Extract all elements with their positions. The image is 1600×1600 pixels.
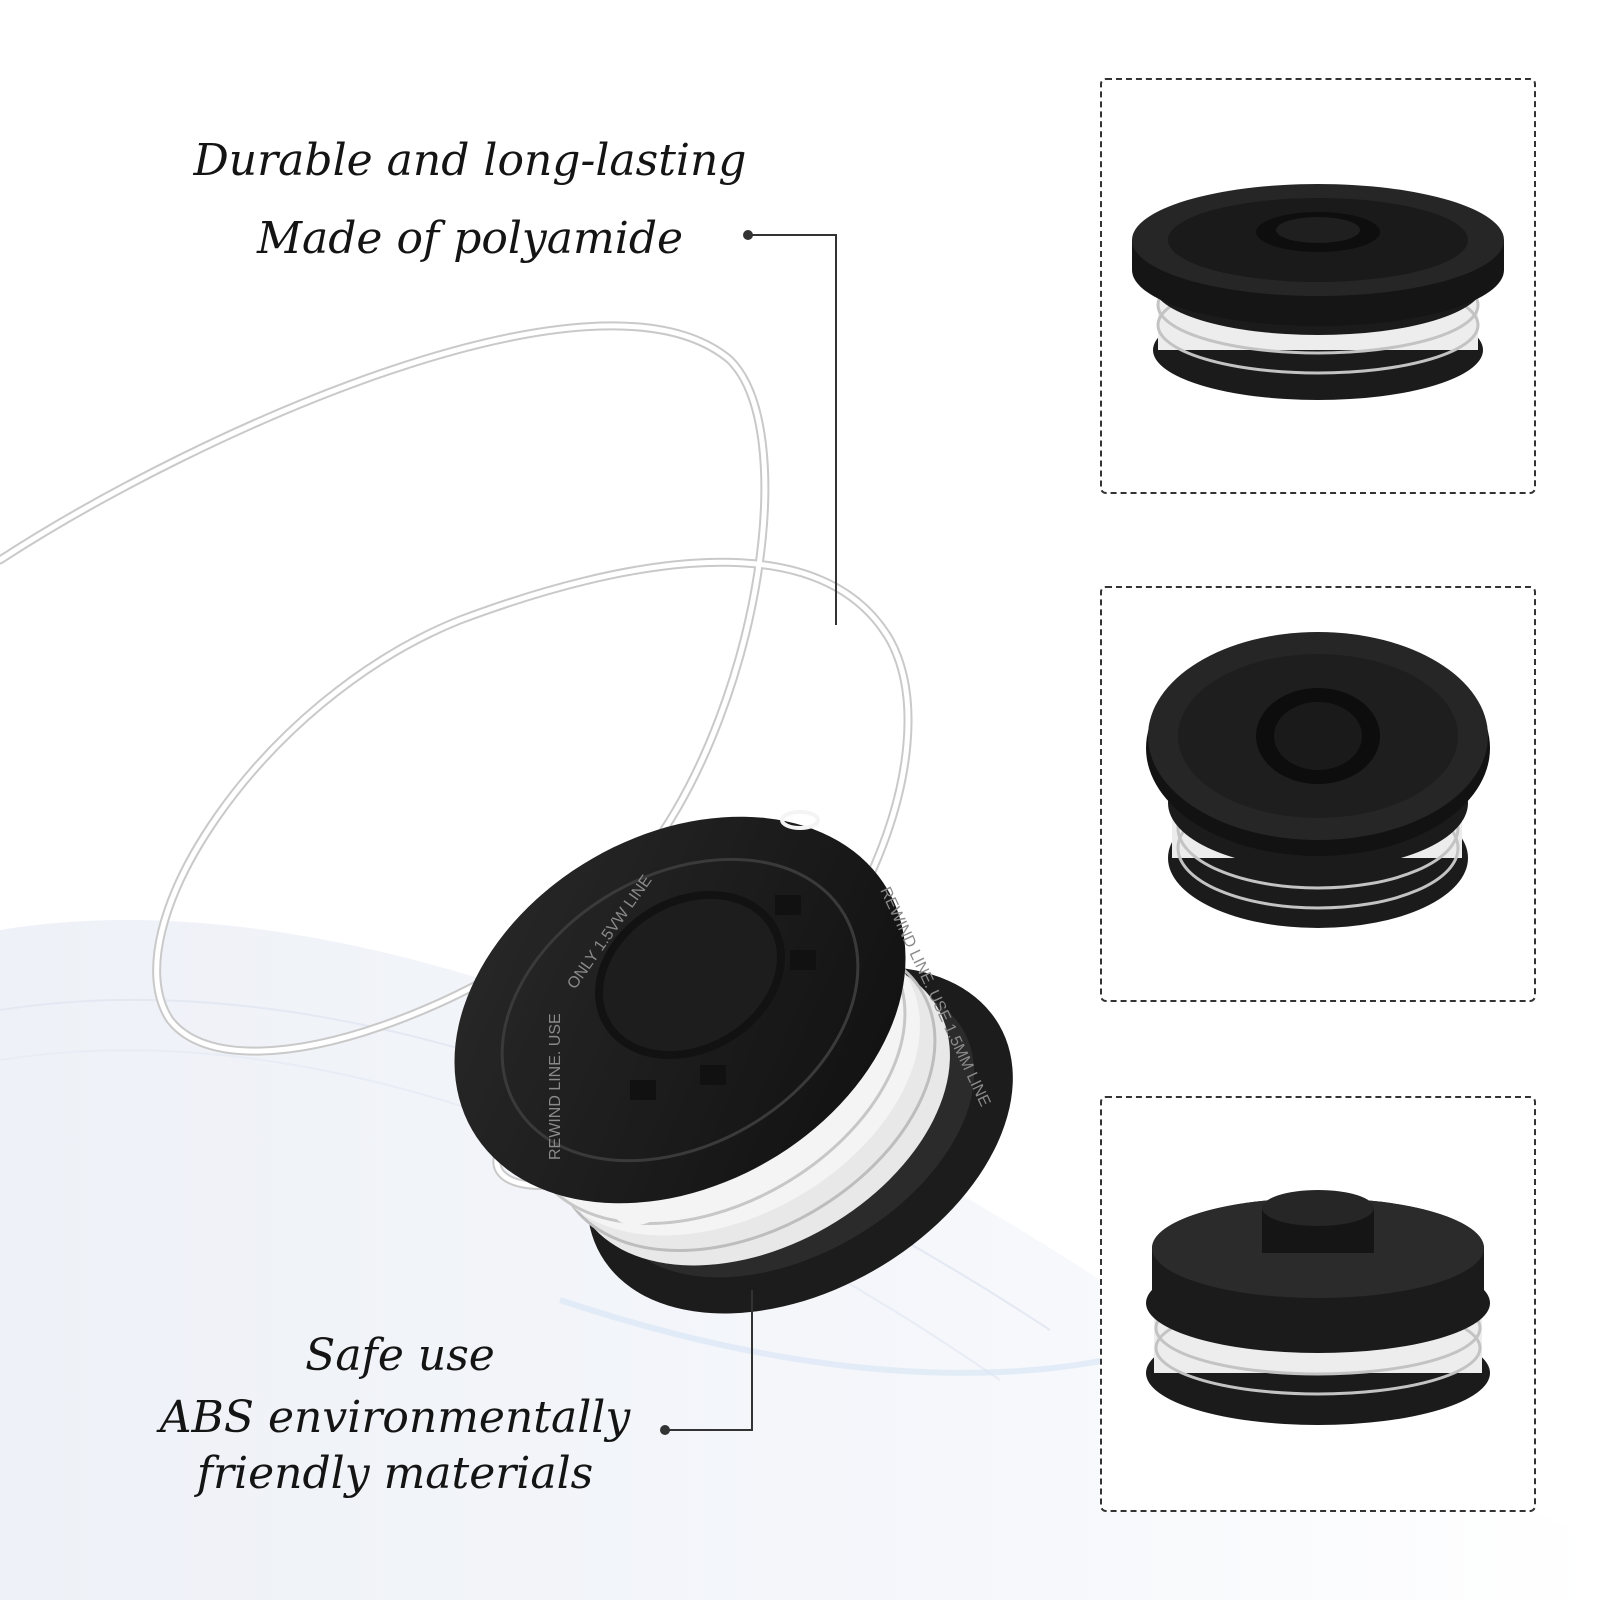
panel-spool-side-view	[1100, 1096, 1536, 1512]
feature-title-safe-use: Safe use	[305, 1330, 495, 1381]
spool-angled-view-image	[1146, 632, 1490, 928]
panel-spool-top-view	[1100, 78, 1536, 494]
feature-text-polyamide: Made of polyamide	[256, 213, 684, 264]
spool-top-view-image	[1132, 184, 1504, 400]
spool-side-view-image	[1146, 1190, 1490, 1425]
feature-title-durable: Durable and long-lasting	[193, 135, 747, 186]
spool-side-text-left: REWIND LINE. USE	[547, 1013, 564, 1160]
feature-text-materials: friendly materials	[196, 1448, 594, 1499]
panel-spool-angled-view	[1100, 586, 1536, 1002]
feature-text-abs: ABS environmentally	[159, 1392, 631, 1443]
